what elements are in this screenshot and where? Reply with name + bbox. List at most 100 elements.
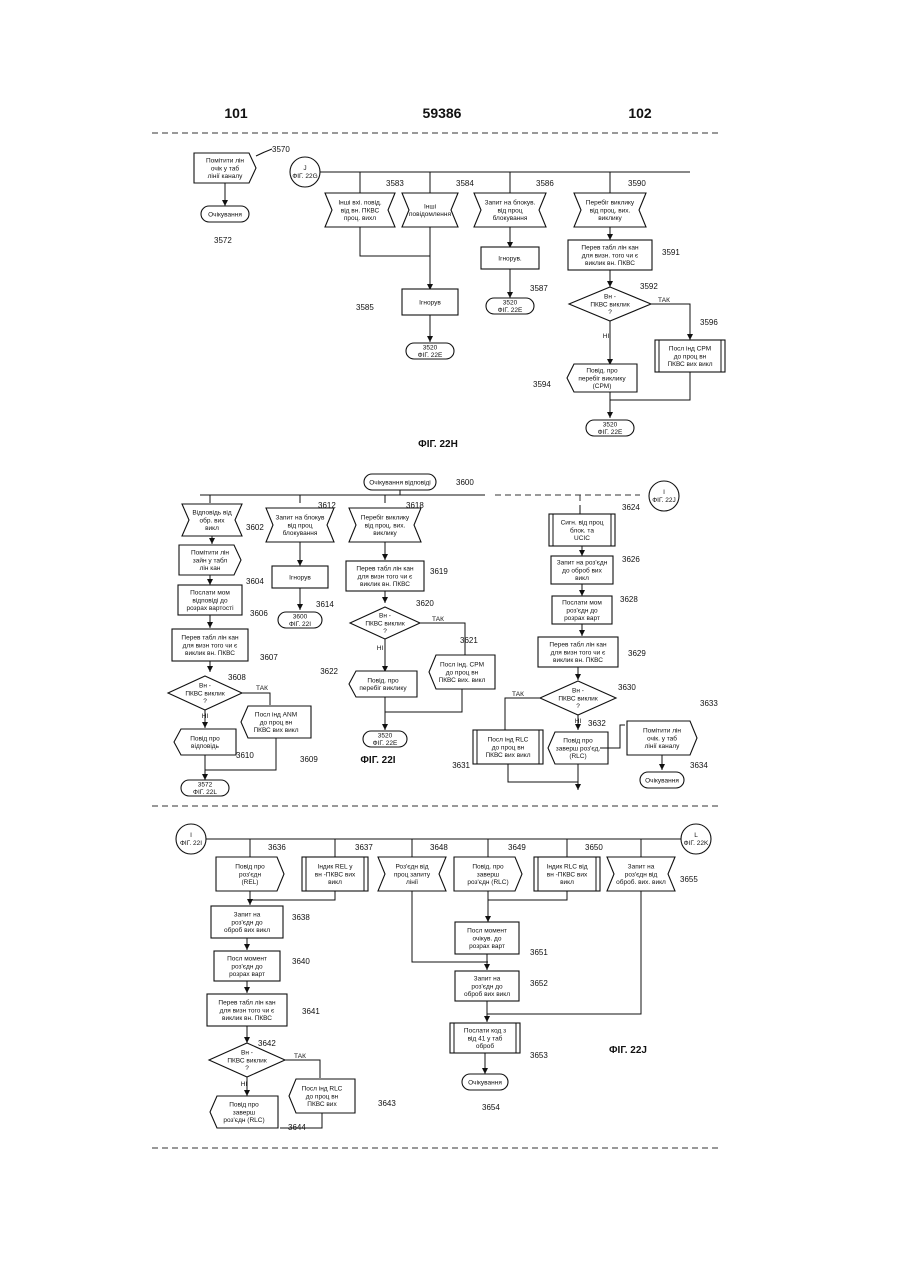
node-3651-text: Посл момент — [467, 928, 507, 935]
node-3614-text: Ігнорув — [289, 574, 311, 581]
node-3570-text: Помітити лін — [206, 157, 244, 165]
node-3643-text: ПКВС вих — [307, 1101, 337, 1108]
ref-3614: 3614 — [316, 600, 334, 609]
ref-3600: 3600 — [456, 478, 474, 487]
node-3632-text: заверш роз'єд. — [556, 745, 601, 752]
node-3609-text: до проц вн — [260, 719, 293, 726]
no-label: НІ — [377, 645, 384, 652]
ref-leader — [256, 149, 272, 156]
node-3609-text: ПКВС вих викл — [253, 727, 298, 734]
node-3604-text: лін кан — [200, 564, 221, 572]
arrow-head — [222, 200, 228, 206]
node-3583-text: від вн. ПКВС — [341, 206, 380, 214]
ref-3584: 3584 — [456, 179, 474, 188]
connector-l-22k-letter: L — [694, 832, 698, 839]
node-3520d-text: ФІГ. 22E — [373, 740, 398, 747]
node-3607-text: виклик вн. ПКВС — [185, 650, 235, 657]
node-3631-text: ПКВС вих викл — [485, 752, 530, 759]
flow-line — [508, 764, 578, 782]
node-3596-text: ПКВС вих викл — [667, 361, 712, 368]
arrow-head — [607, 234, 613, 240]
ref-3633: 3633 — [700, 699, 718, 708]
fig-22i-title: ФІГ. 22I — [360, 755, 395, 766]
arrow-head — [579, 590, 585, 596]
arrow-head — [607, 412, 613, 418]
no-label: НІ — [241, 1081, 248, 1088]
connector-i-22j-fig: ФІГ. 22J — [652, 497, 676, 504]
node-3644-text: заверш — [233, 1109, 255, 1116]
node-3600b-text: ФІГ. 22I — [289, 621, 311, 628]
node-3642-text: ПКВС виклик — [227, 1057, 267, 1064]
node-3654-text: Очікування — [468, 1078, 502, 1086]
node-3591-text: Перев табл лін кан — [581, 244, 639, 252]
node-3629-text: виклик вн. ПКВС — [553, 657, 603, 664]
ref-3620: 3620 — [416, 599, 434, 608]
node-3586-text: від проц — [498, 206, 523, 214]
arrow-head — [575, 784, 581, 790]
node-3638-text: Запит на — [234, 912, 261, 919]
node-3641-text: для визн того чи є — [220, 1007, 275, 1014]
arrow-head — [575, 674, 581, 680]
ref-3594: 3594 — [533, 380, 551, 389]
node-3583-text: проц. вихл — [344, 215, 376, 222]
node-3648-text: проц запиту — [394, 871, 431, 878]
node-3572b-text: ФІГ. 22L — [193, 789, 217, 796]
node-3520b-text: 3520 — [503, 300, 518, 307]
node-3628-text: роз'єдн до — [566, 607, 598, 614]
header-right: 102 — [628, 105, 652, 121]
connector-i-22i — [176, 824, 206, 854]
node-3650-text: викл — [560, 879, 574, 886]
node-3620-text: ПКВС виклик — [365, 620, 405, 627]
flow-line — [420, 623, 465, 655]
node-3636-text: (REL) — [242, 879, 259, 886]
fig-22j-title: ФІГ. 22J — [609, 1045, 647, 1056]
flow-line — [285, 1060, 320, 1078]
node-3584-text: Інші — [424, 203, 436, 211]
node-3650-text: Індик RLC від — [547, 863, 588, 871]
ref-3630: 3630 — [618, 683, 636, 692]
ref-3607: 3607 — [260, 653, 278, 662]
flow-line — [488, 891, 567, 900]
flow-line — [360, 227, 430, 256]
node-3618-text: від проц. вих. — [365, 521, 406, 529]
ref-3610: 3610 — [236, 751, 254, 760]
node-3570-text: очік у таб — [211, 164, 240, 172]
node-3624-text: UCIC — [574, 535, 590, 542]
connector-i-22j — [649, 481, 679, 511]
node-3587-text: Ігнорув. — [498, 255, 522, 262]
arrow-head — [209, 538, 215, 544]
node-3621-text: Посл інд. CPM — [440, 661, 484, 669]
node-3590-text: Перебіг виклику — [586, 199, 635, 207]
node-3644-text: роз'єдн (RLC) — [223, 1117, 264, 1124]
node-3594-text: перебіг виклику — [578, 374, 626, 382]
ref-3585: 3585 — [356, 303, 374, 312]
node-3631-text: Посл інд RLC — [488, 736, 529, 744]
no-label: НІ — [603, 333, 610, 340]
node-3648-text: лінії — [406, 878, 418, 886]
node-3621-text: до проц вн — [446, 669, 479, 676]
node-3607-text: Перев табл лін кан — [181, 634, 239, 642]
arrow-head — [244, 987, 250, 993]
ref-3653: 3653 — [530, 1051, 548, 1060]
node-3651-text: очікув. до — [473, 934, 502, 942]
node-3619-text: виклик вн. ПКВС — [360, 581, 410, 588]
ref-3591: 3591 — [662, 248, 680, 257]
connector-l-22k-fig: ФІГ. 22K — [684, 840, 709, 847]
ref-3638: 3638 — [292, 913, 310, 922]
ref-3636: 3636 — [268, 843, 286, 852]
arrow-head — [297, 560, 303, 566]
node-3586-text: блокування — [493, 214, 528, 222]
arrow-head — [607, 281, 613, 287]
node-3600-text: Очікування відповіді — [369, 478, 431, 486]
node-3622-text: Повід. про — [367, 677, 399, 685]
node-3592-text: Вн - — [604, 294, 616, 301]
ref-3606: 3606 — [250, 609, 268, 618]
connector-i-22j-letter: I — [663, 489, 665, 496]
connector-l-22k — [681, 824, 711, 854]
node-3629-text: для визн того чи є — [551, 649, 606, 656]
arrow-head — [579, 630, 585, 636]
ref-3621: 3621 — [460, 636, 478, 645]
ref-3650: 3650 — [585, 843, 603, 852]
arrow-head — [485, 916, 491, 922]
header-left: 101 — [224, 105, 248, 121]
